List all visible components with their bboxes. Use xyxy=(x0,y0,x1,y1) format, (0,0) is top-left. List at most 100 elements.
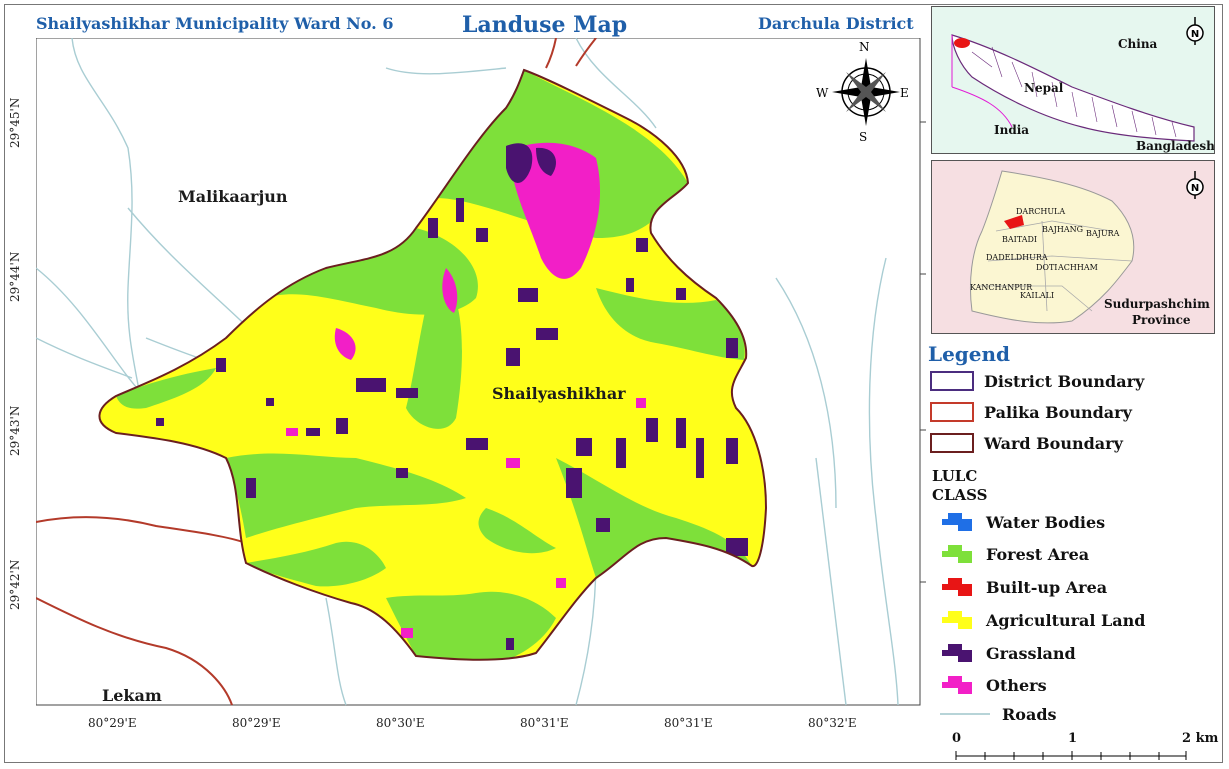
legend-label: Ward Boundary xyxy=(984,433,1123,453)
grassland-patch xyxy=(506,143,533,183)
grassland-patch xyxy=(476,228,488,242)
legend-label: Water Bodies xyxy=(986,512,1106,532)
forest-patch xyxy=(266,228,478,315)
grassland-patch xyxy=(156,418,164,426)
grassland-patch xyxy=(396,388,418,398)
study-area-marker xyxy=(954,38,970,48)
north-arrow-icon: N xyxy=(1184,171,1206,199)
lulc-class-swatch xyxy=(942,513,972,531)
grassland-patch xyxy=(566,468,582,498)
inset-nepal: China Nepal India Bangladesh N xyxy=(931,6,1215,154)
inset-district-label: KANCHANPUR xyxy=(970,283,1033,292)
ward-boundary xyxy=(98,68,768,661)
grassland-patch xyxy=(216,358,226,372)
lon-tick-label: 80°29'E xyxy=(232,716,281,730)
others-patch xyxy=(401,628,413,638)
compass-rose xyxy=(832,58,900,126)
legend-item-district-boundary: District Boundary xyxy=(930,370,1144,392)
inset-district-label: BAITADI xyxy=(1002,235,1038,244)
road xyxy=(325,597,347,706)
inset-district-label: BAJURA xyxy=(1086,229,1120,238)
scale-bar xyxy=(955,751,1187,760)
nepal-outline xyxy=(951,34,1195,142)
legend-label: Grassland xyxy=(986,643,1076,663)
compass-w: W xyxy=(816,86,829,100)
legend-label: Forest Area xyxy=(986,544,1090,564)
place-label-malikaarjun: Malikaarjun xyxy=(178,187,288,206)
lat-ticks-right xyxy=(920,121,926,583)
grassland-patch xyxy=(696,438,704,478)
lulc-class-swatch xyxy=(942,545,972,563)
road xyxy=(71,38,143,409)
grassland-patch xyxy=(726,438,738,464)
scale-label-1: 1 xyxy=(1068,731,1078,746)
palika-boundary-swatch xyxy=(930,402,974,422)
compass-n: N xyxy=(859,40,870,54)
palika-boundary-layer xyxy=(36,38,597,706)
road xyxy=(36,337,133,379)
inset-province-label: Province xyxy=(1132,313,1191,327)
legend-title: Legend xyxy=(928,342,1011,366)
legend-item-ward-boundary: Ward Boundary xyxy=(930,432,1123,454)
grassland-patch xyxy=(518,288,538,302)
road xyxy=(815,457,847,706)
grassland-patch xyxy=(726,338,738,358)
legend-item-palika-boundary: Palika Boundary xyxy=(930,401,1132,423)
place-label-shailyashikhar: Shailyashikhar xyxy=(492,384,626,403)
lon-tick-label: 80°31'E xyxy=(520,716,569,730)
legend-item-lulc-class: Agricultural Land xyxy=(940,608,1145,632)
others-patch xyxy=(556,578,566,588)
legend-item-lulc-class: Others xyxy=(940,673,1047,697)
grassland-patch xyxy=(356,378,386,392)
palika-boundary xyxy=(575,38,597,67)
lon-tick-label: 80°29'E xyxy=(88,716,137,730)
others-patch xyxy=(511,142,601,279)
legend-item-lulc-class: Built-up Area xyxy=(940,575,1107,599)
lat-tick-label: 29°44'N xyxy=(8,251,22,302)
grassland-patch xyxy=(596,518,610,532)
road xyxy=(868,257,899,706)
inset-province: DARCHULA BAITADI BAJHANG BAJURA DADELDHU… xyxy=(931,160,1215,334)
others-patch xyxy=(286,428,298,436)
roads-layer xyxy=(36,38,899,706)
lulc-heading-1: LULC xyxy=(932,467,978,485)
road xyxy=(36,267,147,399)
grassland-patch xyxy=(266,398,274,406)
north-arrow-label: N xyxy=(1191,29,1199,40)
inset-district-label: BAJHANG xyxy=(1042,225,1084,234)
scale-label-2: 2 km xyxy=(1182,731,1219,746)
road xyxy=(385,67,507,75)
lat-tick-label: 29°45'N xyxy=(8,97,22,148)
compass-s: S xyxy=(859,130,868,144)
lon-tick-label: 80°30'E xyxy=(376,716,425,730)
road xyxy=(575,38,657,129)
inset-district-label: DADELDHURA xyxy=(986,253,1048,262)
grassland-patch xyxy=(536,328,558,340)
inset-province-map xyxy=(970,170,1135,324)
legend-item-lulc-class: Water Bodies xyxy=(940,510,1105,534)
grassland-patch xyxy=(636,238,648,252)
legend-label: Agricultural Land xyxy=(986,610,1146,630)
lat-tick-label: 29°42'N xyxy=(8,559,22,610)
grassland-patch xyxy=(536,147,556,176)
others-patch xyxy=(334,328,356,360)
inset-district-label: DOTI xyxy=(1036,263,1058,272)
grassland-patch xyxy=(336,418,348,434)
inset-label-bangladesh: Bangladesh xyxy=(1136,139,1215,153)
grassland-patch xyxy=(246,478,256,498)
legend-item-lulc-class: Forest Area xyxy=(940,542,1089,566)
palika-boundary xyxy=(36,516,247,544)
district-boundary-swatch xyxy=(930,371,974,391)
inset-nepal-map xyxy=(951,34,1195,142)
grassland-patch xyxy=(428,218,438,238)
grassland-patch xyxy=(676,418,686,448)
others-layer xyxy=(286,142,646,638)
forest-patch xyxy=(116,368,216,409)
forest-patch xyxy=(246,541,386,587)
inset-district-label: ACHHAM xyxy=(1058,263,1098,272)
inset-label-china: China xyxy=(1118,37,1158,51)
lon-tick-label: 80°31'E xyxy=(664,716,713,730)
scale-label-0: 0 xyxy=(952,731,962,746)
forest-patch xyxy=(478,508,556,554)
grassland-patch xyxy=(466,438,488,450)
